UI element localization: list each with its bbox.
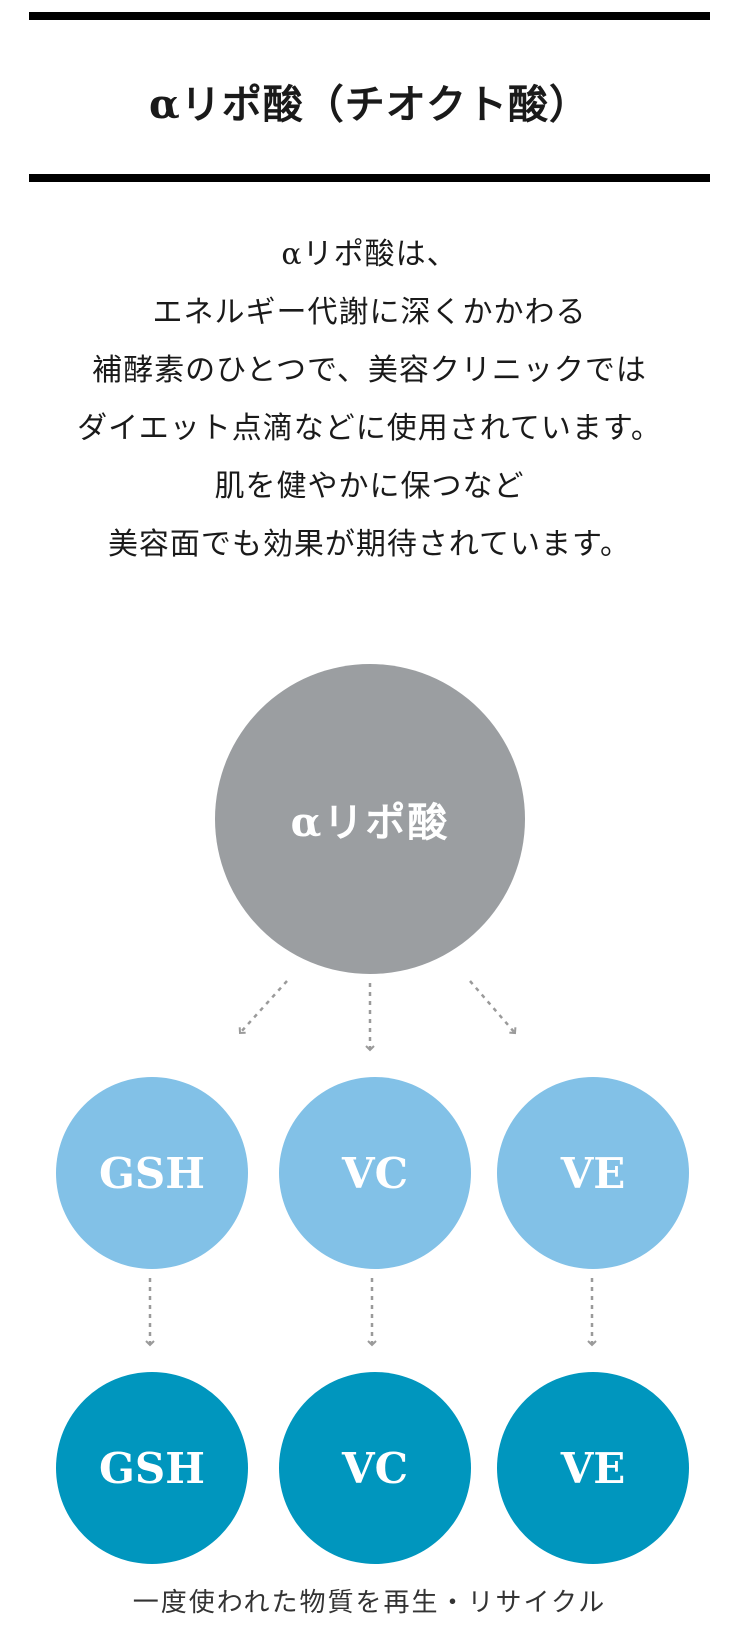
ve-circle: VE	[497, 1077, 689, 1269]
intro-line: ダイエット点滴などに使用されています。	[77, 411, 662, 446]
ve-label: VE	[560, 1148, 626, 1198]
intro-line: αリポ酸は、	[281, 237, 458, 272]
page-title: αリポ酸（チオクト酸）	[149, 81, 590, 128]
diagram-caption: 一度使われた物質を再生・リサイクル	[132, 1588, 607, 1618]
recycled-gsh-circle: GSH	[56, 1372, 248, 1564]
vc-circle: VC	[279, 1077, 471, 1269]
arrow-root-to-gsh	[238, 980, 288, 1035]
gsh-circle: GSH	[56, 1077, 248, 1269]
intro-line: 補酵素のひとつで、美容クリニックでは	[92, 353, 647, 388]
intro-line: 肌を健やかに保つなど	[214, 469, 525, 504]
root-circle-label: αリポ酸	[290, 799, 450, 846]
vc-label: VC	[341, 1148, 408, 1198]
recycled-vc-circle: VC	[279, 1372, 471, 1564]
bottom-rule	[29, 174, 710, 182]
arrow-root-to-ve	[469, 980, 517, 1035]
intro-line: エネルギー代謝に深くかかわる	[152, 295, 587, 330]
recycled-vc-label: VC	[341, 1443, 408, 1493]
gsh-label: GSH	[99, 1148, 205, 1198]
root-circle: αリポ酸	[215, 664, 525, 974]
top-rule	[29, 12, 710, 20]
intro-line: 美容面でも効果が期待されています。	[107, 527, 632, 562]
intro-text: αリポ酸は、 エネルギー代謝に深くかかわる 補酵素のひとつで、美容クリニックでは…	[0, 226, 739, 574]
recycled-ve-label: VE	[560, 1443, 626, 1493]
recycled-ve-circle: VE	[497, 1372, 689, 1564]
recycled-gsh-label: GSH	[99, 1443, 205, 1493]
